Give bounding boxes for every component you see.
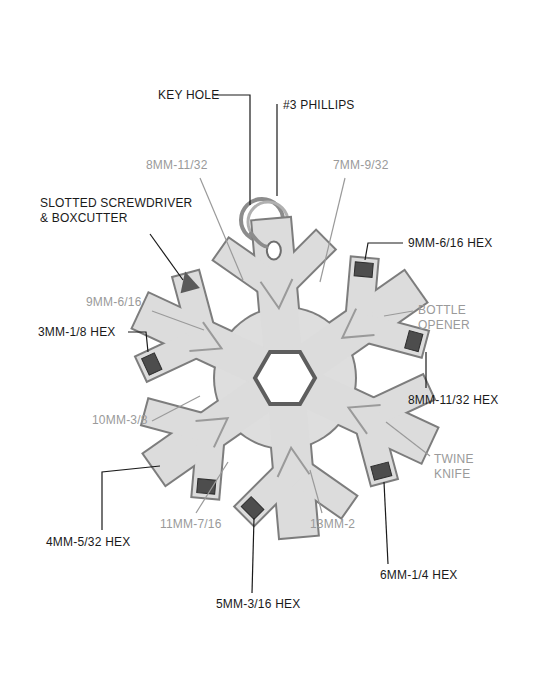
leader-line — [384, 482, 388, 564]
callout-label: 10MM-3/8 — [92, 413, 148, 428]
callout-label: BOTTLE OPENER — [418, 303, 498, 333]
leader-line — [152, 311, 204, 330]
tool-arm-outline — [359, 326, 412, 340]
callout-label: 8MM-11/32 — [146, 158, 208, 173]
snowflake-tool — [142, 199, 423, 519]
leader-line — [128, 332, 148, 352]
callout-label: 11MM-7/16 — [160, 517, 222, 532]
tool-arm — [367, 416, 381, 469]
hex-bit — [405, 331, 423, 352]
callout-label: 7MM-9/32 — [333, 158, 389, 173]
callout-label: 3MM-1/8 HEX — [38, 325, 116, 340]
leader-line — [252, 518, 254, 593]
leader-line — [384, 311, 413, 316]
callout-label: 9MM-6/16 — [86, 295, 142, 310]
wrench-notch — [261, 279, 293, 308]
callout-label: 5MM-3/16 HEX — [216, 597, 300, 612]
callout-label: 4MM-5/32 HEX — [46, 535, 130, 550]
leader-line — [150, 234, 183, 280]
leader-line — [102, 466, 160, 530]
wrench-notch — [196, 418, 228, 447]
callout-label: 8MM-11/32 HEX — [408, 393, 498, 408]
hex-bit — [371, 462, 392, 480]
slotted-blade — [175, 269, 199, 293]
tool-arm-outline — [367, 416, 381, 469]
hex-bit — [241, 497, 264, 520]
wrench-notch — [342, 309, 374, 338]
leader-lines — [102, 95, 430, 593]
leader-line — [320, 178, 345, 282]
leader-line — [214, 95, 250, 205]
leader-line — [200, 178, 243, 280]
key-ring — [250, 232, 268, 247]
callout-label: 6MM-1/4 HEX — [380, 568, 458, 583]
callout-label: 9MM-6/16 HEX — [408, 236, 492, 251]
leader-line — [152, 396, 200, 421]
callout-label: #3 PHILLIPS — [283, 98, 355, 113]
leader-line — [276, 104, 277, 196]
tool-arm — [189, 287, 203, 340]
callout-label: SLOTTED SCREWDRIVER & BOXCUTTER — [40, 196, 200, 226]
tool-arm — [277, 249, 316, 288]
tool-arm — [359, 326, 412, 340]
tool-arm — [158, 415, 211, 429]
callout-label: KEY HOLE — [158, 88, 219, 103]
wrench-notch — [348, 405, 380, 434]
key-hole — [267, 241, 281, 259]
leader-line — [425, 352, 426, 388]
hex-bit — [354, 262, 373, 278]
tool-arm-outline — [158, 415, 211, 429]
tool-arm — [254, 468, 293, 507]
callout-label: TWINE KNIFE — [434, 452, 494, 482]
leader-line — [365, 243, 403, 260]
tool-arm-outline — [189, 287, 203, 340]
leader-line — [310, 470, 322, 513]
leader-line — [386, 422, 430, 456]
leader-line — [196, 462, 228, 513]
hex-bit — [142, 353, 162, 375]
wrench-notch — [278, 448, 310, 477]
hex-hole — [255, 352, 315, 404]
callout-label: 13MM-2 — [310, 517, 355, 532]
